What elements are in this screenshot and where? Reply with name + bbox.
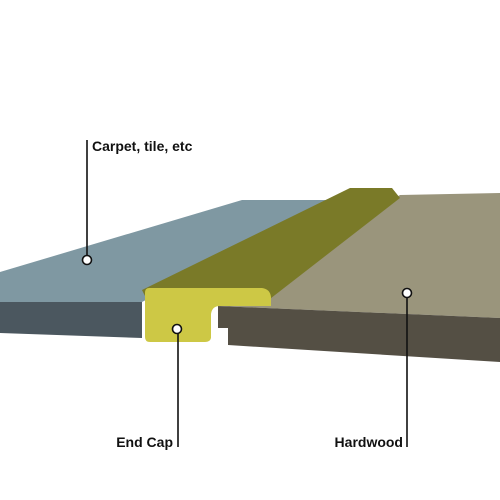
hardwood-plank (218, 193, 500, 362)
end-cap-top-surface (142, 188, 400, 302)
hardwood-top-surface (218, 193, 500, 318)
hardwood-label: Hardwood (335, 434, 403, 450)
end-cap-label: End Cap (116, 434, 173, 450)
carpet-slab (0, 200, 340, 338)
carpet-top-surface (0, 200, 340, 302)
carpet-label: Carpet, tile, etc (92, 138, 193, 154)
hardwood-leader-dot (401, 287, 413, 299)
carpet-side-surface (0, 302, 142, 338)
hardwood-callout: Hardwood (335, 287, 413, 450)
carpet-leader-dot (81, 254, 93, 266)
end-cap-leader-dot (171, 323, 183, 335)
end-cap-callout: End Cap (116, 323, 183, 450)
carpet-callout: Carpet, tile, etc (81, 138, 193, 266)
hardwood-side-surface (218, 306, 500, 362)
